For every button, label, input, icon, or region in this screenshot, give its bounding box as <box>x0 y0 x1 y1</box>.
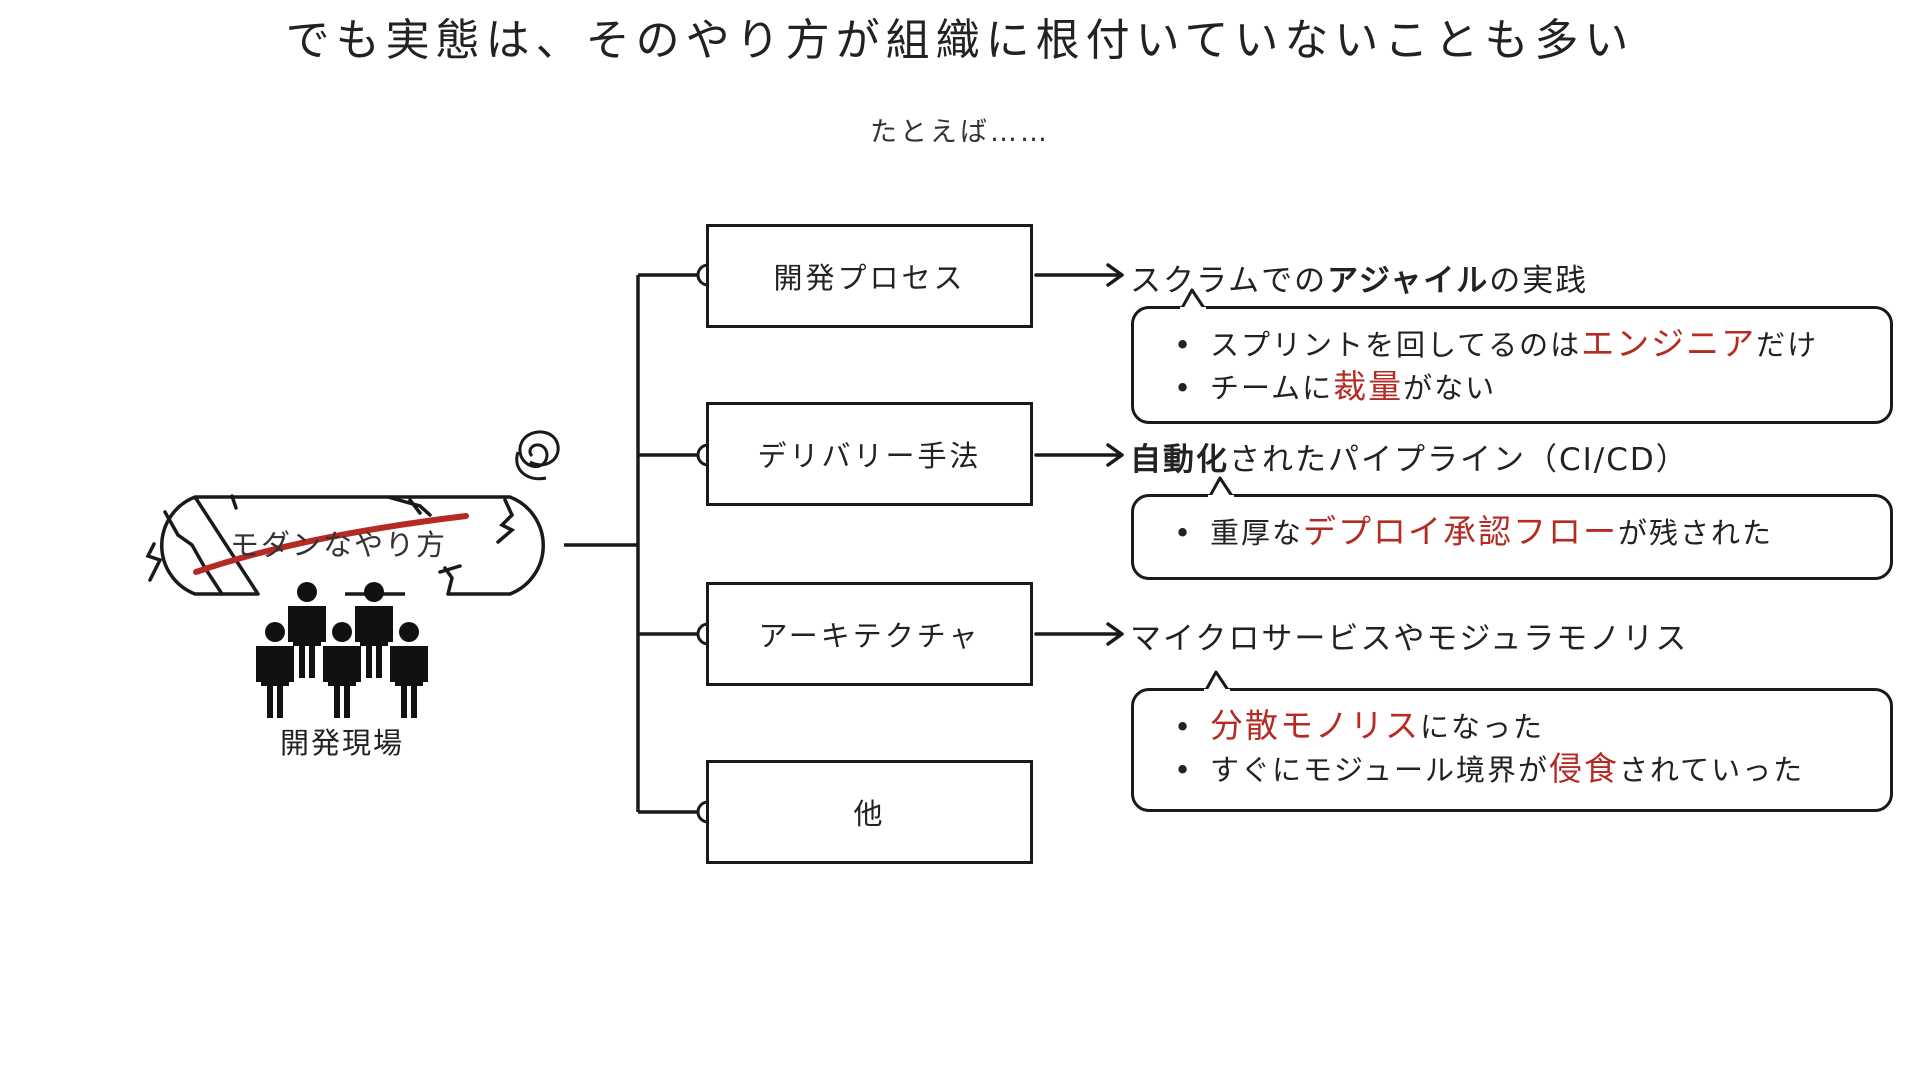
category-box-other: 他 <box>706 760 1033 864</box>
page-title: でも実態は、そのやり方が組織に根付いていないことも多い <box>285 15 1635 66</box>
text-segment: すぐにモジュール境界が <box>1210 753 1549 787</box>
callout-architecture: 分散モノリスになったすぐにモジュール境界が侵食されていった <box>1131 688 1893 812</box>
strike-through-mark <box>193 513 469 575</box>
text-segment: されたパイプライン（CI/CD） <box>1229 442 1689 478</box>
text-segment: アジャイル <box>1327 263 1490 299</box>
bullet-item: チームに裁量がない <box>1174 366 1890 409</box>
category-box-delivery: デリバリー手法 <box>706 402 1033 506</box>
category-box-process: 開発プロセス <box>706 224 1033 328</box>
page-subtitle: たとえば…… <box>870 117 1050 148</box>
text-segment: 自動化 <box>1130 442 1229 478</box>
connector-tree <box>564 273 706 814</box>
text-segment: がない <box>1403 371 1497 405</box>
row-description: スクラムでのアジャイルの実践 <box>1130 255 1588 300</box>
highlight-text: 侵食 <box>1548 749 1619 788</box>
callout-process: スプリントを回してるのはエンジニアだけチームに裁量がない <box>1131 306 1893 424</box>
arrow-right-icon <box>1034 263 1124 646</box>
bullet-list: スプリントを回してるのはエンジニアだけチームに裁量がない <box>1174 323 1890 409</box>
bullet-item: すぐにモジュール境界が侵食されていった <box>1174 748 1890 791</box>
highlight-text: 裁量 <box>1333 367 1404 406</box>
bullet-item: 分散モノリスになった <box>1174 705 1890 748</box>
crack-mark-icon <box>145 494 516 596</box>
highlight-text: エンジニア <box>1581 324 1757 363</box>
row-description: マイクロサービスやモジュラモノリス <box>1130 613 1688 658</box>
category-label: デリバリー手法 <box>757 439 982 473</box>
bullet-list: 分散モノリスになったすぐにモジュール境界が侵食されていった <box>1174 705 1890 791</box>
bullet-item: スプリントを回してるのはエンジニアだけ <box>1174 323 1890 366</box>
category-label: アーキテクチャ <box>758 619 981 653</box>
highlight-text: 分散モノリス <box>1210 706 1420 745</box>
text-segment: チームに <box>1210 371 1334 405</box>
callout-delivery: 重厚なデプロイ承認フローが残された <box>1131 494 1893 580</box>
bullet-list: 重厚なデプロイ承認フローが残された <box>1174 511 1890 554</box>
text-segment: の実践 <box>1489 263 1589 299</box>
dizzy-swirl-icon <box>515 430 560 481</box>
category-label: 開発プロセス <box>773 261 966 295</box>
text-segment: マイクロサービスやモジュラモノリス <box>1130 621 1689 657</box>
row-description: 自動化されたパイプライン（CI/CD） <box>1130 434 1689 479</box>
text-segment: 重厚な <box>1210 516 1304 550</box>
text-segment: になった <box>1420 710 1545 744</box>
bullet-item: 重厚なデプロイ承認フローが残された <box>1174 511 1890 554</box>
category-label: 他 <box>853 797 886 831</box>
modern-way-label: モダンなやり方 <box>230 528 448 562</box>
people-group-icon <box>256 582 428 718</box>
text-segment: されていった <box>1618 753 1805 787</box>
text-segment: スクラムでの <box>1130 263 1328 299</box>
highlight-text: デプロイ承認フロー <box>1303 512 1619 551</box>
dev-team-label: 開発現場 <box>280 726 405 760</box>
category-box-architecture: アーキテクチャ <box>706 582 1033 686</box>
connector-circle-icon <box>696 263 720 824</box>
text-segment: が残された <box>1618 516 1774 550</box>
text-segment: スプリントを回してるのは <box>1210 328 1582 362</box>
text-segment: だけ <box>1756 328 1819 362</box>
